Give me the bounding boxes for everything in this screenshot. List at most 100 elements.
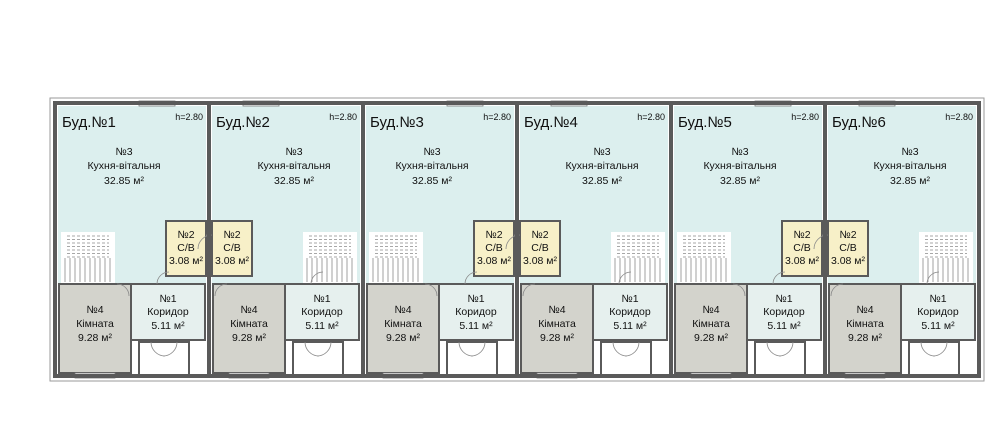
corridor-number: №1	[775, 293, 792, 305]
bathroom-number: №2	[223, 229, 240, 241]
kitchen-name: Кухня-вітальня	[87, 160, 160, 172]
corridor-area: 5.11 м²	[305, 320, 339, 332]
door-swing	[732, 283, 746, 297]
door-swing	[116, 283, 130, 297]
unit-title: Буд.№4	[524, 114, 578, 131]
bedroom-number: №4	[86, 304, 103, 316]
bedroom	[674, 283, 748, 374]
stair-steps	[680, 235, 727, 282]
bedroom-name: Кімната	[76, 318, 114, 330]
entrance-door-swing	[932, 341, 948, 357]
kitchen-number: №3	[731, 146, 748, 158]
party-wall	[823, 103, 827, 376]
bathroom-number: №2	[485, 229, 502, 241]
kitchen-name: Кухня-вітальня	[395, 160, 468, 172]
corridor	[284, 283, 360, 341]
kitchen-name: Кухня-вітальня	[703, 160, 776, 172]
party-wall	[515, 103, 519, 376]
ceiling-height: h=2.80	[945, 112, 973, 122]
kitchen-area: 32.85 м²	[274, 175, 314, 187]
corridor-number: №1	[159, 293, 176, 305]
door-swing	[522, 283, 536, 297]
bedroom	[366, 283, 440, 374]
unit-title: Буд.№3	[370, 114, 424, 131]
entrance-vestibule	[446, 341, 498, 377]
bathroom	[827, 220, 869, 277]
bathroom-area: 3.08 м²	[477, 255, 512, 267]
kitchen-name: Кухня-вітальня	[257, 160, 330, 172]
kitchen-area: 32.85 м²	[582, 175, 622, 187]
door-swing	[310, 271, 324, 285]
corridor-number: №1	[467, 293, 484, 305]
entrance-door-swing	[624, 341, 640, 357]
bathroom-name: С/В	[793, 242, 811, 254]
bedroom-name: Кімната	[692, 318, 730, 330]
bathroom-area: 3.08 м²	[785, 255, 820, 267]
bathroom-name: С/В	[223, 242, 241, 254]
corridor-name: Коридор	[455, 306, 497, 318]
bathroom-area: 3.08 м²	[169, 255, 204, 267]
kitchen-number: №3	[901, 146, 918, 158]
unit-title: Буд.№5	[678, 114, 732, 131]
corridor	[900, 283, 976, 341]
ceiling-height: h=2.80	[175, 112, 203, 122]
door-swing	[424, 283, 438, 297]
bathroom-name: С/В	[531, 242, 549, 254]
kitchen-number: №3	[593, 146, 610, 158]
bedroom-number: №4	[548, 304, 565, 316]
bedroom-name: Кімната	[538, 318, 576, 330]
bedroom-number: №4	[394, 304, 411, 316]
outer-walls	[49, 97, 985, 382]
stair-steps	[64, 235, 111, 282]
bathroom	[781, 220, 823, 277]
corridor-name: Коридор	[609, 306, 651, 318]
corridor-area: 5.11 м²	[767, 320, 801, 332]
corridor-area: 5.11 м²	[459, 320, 493, 332]
ceiling-height: h=2.80	[483, 112, 511, 122]
door-swing	[926, 271, 940, 285]
door-swing	[772, 271, 786, 285]
bedroom-name: Кімната	[230, 318, 268, 330]
bedroom-number: №4	[702, 304, 719, 316]
entrance-door-swing	[162, 341, 178, 357]
corridor	[746, 283, 822, 341]
kitchen-name: Кухня-вітальня	[873, 160, 946, 172]
corridor-number: №1	[313, 293, 330, 305]
bedroom-area: 9.28 м²	[232, 332, 267, 344]
door-swing	[464, 271, 478, 285]
corridor-number: №1	[929, 293, 946, 305]
corridor-area: 5.11 м²	[921, 320, 955, 332]
bathroom-number: №2	[531, 229, 548, 241]
kitchen-area: 32.85 м²	[720, 175, 760, 187]
unit-title: Буд.№1	[62, 114, 116, 131]
corridor-area: 5.11 м²	[151, 320, 185, 332]
bathroom	[165, 220, 207, 277]
stair-steps	[306, 235, 353, 282]
bathroom-name: С/В	[485, 242, 503, 254]
door-swing	[830, 283, 844, 297]
party-wall	[361, 103, 365, 376]
bathroom-name: С/В	[177, 242, 195, 254]
bedroom-name: Кімната	[384, 318, 422, 330]
stair-steps	[372, 235, 419, 282]
corridor-name: Коридор	[301, 306, 343, 318]
bathroom-area: 3.08 м²	[215, 255, 250, 267]
kitchen-name: Кухня-вітальня	[565, 160, 638, 172]
stair-steps	[922, 235, 969, 282]
entrance-vestibule	[754, 341, 806, 377]
bathroom-area: 3.08 м²	[523, 255, 558, 267]
kitchen-area: 32.85 м²	[412, 175, 452, 187]
party-wall	[669, 103, 673, 376]
kitchen-number: №3	[115, 146, 132, 158]
kitchen-number: №3	[423, 146, 440, 158]
kitchen-number: №3	[285, 146, 302, 158]
corridor-name: Коридор	[147, 306, 189, 318]
door-swing	[214, 283, 228, 297]
door-swing	[618, 271, 632, 285]
entrance-door-swing	[316, 341, 332, 357]
